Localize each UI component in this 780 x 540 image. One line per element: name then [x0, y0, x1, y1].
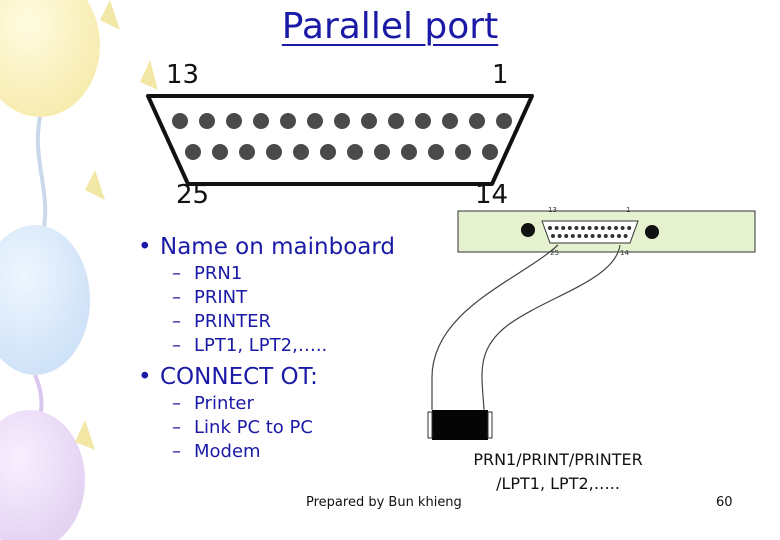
sub-item: –PRN1 [172, 263, 243, 284]
connector-pin [293, 144, 309, 160]
connector-pin [374, 144, 390, 160]
balloon-yellow [0, 0, 100, 117]
board-port-pin [623, 234, 628, 238]
connector-pin [226, 113, 242, 129]
connector-pin [172, 113, 188, 129]
connector-pin [334, 113, 350, 129]
connector-pin [361, 113, 377, 129]
ribbon-cable-left-edge [431, 244, 559, 410]
connector-pin [185, 144, 201, 160]
pin-13-label: 13 [166, 60, 200, 90]
page-number: 60 [716, 495, 733, 510]
connector-pin [388, 113, 404, 129]
bullet-connect-ot: •CONNECT OT: [138, 364, 318, 390]
connector-pin [442, 113, 458, 129]
confetti [85, 170, 105, 200]
footer-author: Prepared by Bun khieng [306, 495, 462, 510]
board-port-pin [557, 234, 562, 238]
board-port-pin [581, 226, 585, 230]
connector-pin [401, 144, 417, 160]
board-pin-1-label: 1 [626, 206, 630, 214]
board-port-pin [564, 234, 569, 238]
connector-pin [280, 113, 296, 129]
connector-pin [347, 144, 363, 160]
pin-14-label: 14 [475, 180, 509, 210]
balloon-blue [0, 225, 90, 375]
connector-pin [212, 144, 228, 160]
board-port-pin [610, 234, 615, 238]
board-pin-14-label: 14 [620, 249, 629, 257]
sub-item: –PRINT [172, 287, 248, 308]
connector-pin [253, 113, 269, 129]
board-port-pin [584, 234, 588, 238]
board-port-pin [577, 234, 582, 238]
board-port-pin [603, 234, 608, 238]
board-port-pin [561, 226, 566, 230]
board-port-pin [551, 234, 555, 238]
mount-screw-right [645, 225, 659, 239]
bullet-list: •Name on mainboard –PRN1 –PRINT –PRINTER… [138, 232, 395, 464]
pin-1-label: 1 [492, 60, 509, 90]
connector-pins [172, 113, 512, 160]
confetti [100, 0, 120, 30]
caption-line-1: PRN1/PRINT/PRINTER [473, 450, 643, 469]
connector-shell [146, 94, 534, 186]
sub-item: –Printer [172, 393, 254, 414]
connector-pin [415, 113, 431, 129]
board-port-pin [554, 226, 559, 230]
confetti [140, 60, 158, 90]
cable-caption: PRN1/PRINT/PRINTER /LPT1, LPT2,….. [448, 448, 668, 496]
board-port-pin [617, 234, 621, 238]
connector-pin [199, 113, 215, 129]
connector-pin [307, 113, 323, 129]
sub-item: –LPT1, LPT2,….. [172, 335, 328, 356]
connector-pin [496, 113, 512, 129]
mount-screw-left [521, 223, 535, 237]
board-port-pin [600, 226, 605, 230]
board-port-pins [548, 226, 632, 238]
board-port-pin [594, 226, 599, 230]
board-pin-25-label: 25 [550, 249, 559, 257]
board-port-pin [607, 226, 612, 230]
connector-pin [320, 144, 336, 160]
mainboard-cable-diagram: 13 1 25 14 [427, 206, 756, 440]
board-port-pin [570, 234, 575, 238]
board-port-pin [574, 226, 579, 230]
connector-pin [482, 144, 498, 160]
board-port-pin [614, 226, 618, 230]
connector-pin [455, 144, 471, 160]
balloon-purple [0, 410, 85, 540]
ribbon-cable-right-edge [481, 244, 621, 411]
sub-item: –Link PC to PC [172, 417, 313, 438]
connector-pin [469, 113, 485, 129]
page-title: Parallel port [281, 6, 499, 47]
board-port-pin [567, 226, 572, 230]
board-port-pin [627, 226, 632, 230]
connector-pin [239, 144, 255, 160]
board-port-pin [597, 234, 602, 238]
connector-pin [428, 144, 444, 160]
board-pin-13-label: 13 [548, 206, 557, 214]
board-port-pin [590, 234, 595, 238]
sub-item: –Modem [172, 441, 261, 462]
sub-item: –PRINTER [172, 311, 272, 332]
board-port [541, 220, 639, 244]
confetti [75, 420, 95, 450]
bullet-name-on-mainboard: •Name on mainboard [138, 234, 396, 260]
board-port-pin [620, 226, 625, 230]
board-port-pin [587, 226, 592, 230]
connector-pin [266, 144, 282, 160]
caption-line-2: /LPT1, LPT2,….. [496, 474, 620, 493]
cable-end-connector [432, 410, 488, 440]
db25-connector [146, 94, 534, 186]
pin-25-label: 25 [176, 180, 210, 210]
board-port-pin [548, 226, 552, 230]
